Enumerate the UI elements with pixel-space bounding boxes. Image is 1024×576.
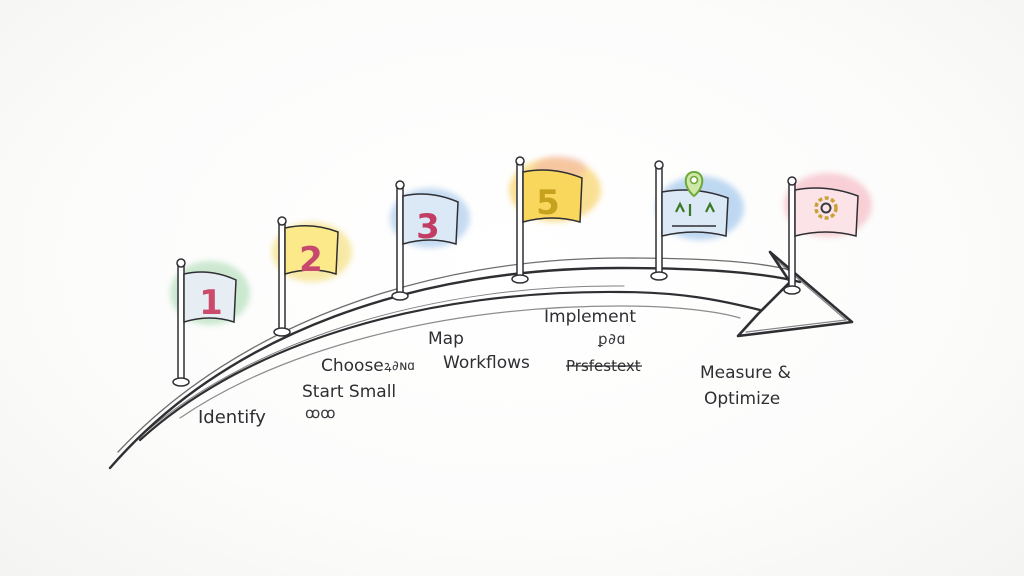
label-implement-scribble: ꝑ∂ɑ [597, 330, 626, 348]
flag-cloth-2 [284, 225, 339, 276]
flag-cloth-6 [661, 189, 729, 237]
flag-pole-3 [396, 183, 404, 297]
step-labels: Identify Choose ꝝ∂ɴɑ Start Small ꝏꝏ Map … [198, 307, 791, 428]
flag-pole-7 [788, 179, 796, 291]
label-start-small: Start Small [302, 382, 396, 402]
flag-pole-1 [177, 261, 185, 383]
flag-7 [783, 173, 872, 295]
label-choose: Choose [321, 356, 384, 376]
flag-3: 3 [390, 180, 470, 301]
flag-number-2: 2 [299, 240, 323, 280]
flag-pole-6 [655, 163, 663, 277]
label-measure: Measure & [700, 363, 791, 383]
flag-cloth-5 [522, 169, 583, 223]
flag-1: 1 [170, 258, 250, 387]
road-arrow [108, 250, 854, 470]
label-choose-scribble: ꝝ∂ɴɑ [384, 359, 415, 374]
label-start-small-scribble: ꝏꝏ [305, 404, 336, 422]
arrow-head [736, 250, 854, 338]
flag-cloth-1 [183, 271, 237, 324]
flag-cloth-3 [402, 193, 459, 246]
flag-pole-2 [278, 219, 286, 333]
label-map: Map [428, 329, 464, 349]
gear-icon [814, 196, 838, 220]
flag-number-5: 5 [536, 183, 560, 223]
flag-6 [650, 160, 744, 281]
label-identify: Identify [198, 407, 266, 428]
flag-number-1: 1 [199, 283, 223, 323]
flag-number-3: 3 [416, 207, 440, 247]
flag-2: 2 [272, 216, 352, 337]
flag-pole-5 [516, 159, 524, 281]
label-workflows: Workflows [443, 353, 530, 373]
map-pin-icon [672, 170, 716, 227]
label-implement: Implement [544, 307, 636, 327]
label-optimize: Optimize [704, 389, 780, 409]
flag-5: 5 [509, 156, 601, 284]
